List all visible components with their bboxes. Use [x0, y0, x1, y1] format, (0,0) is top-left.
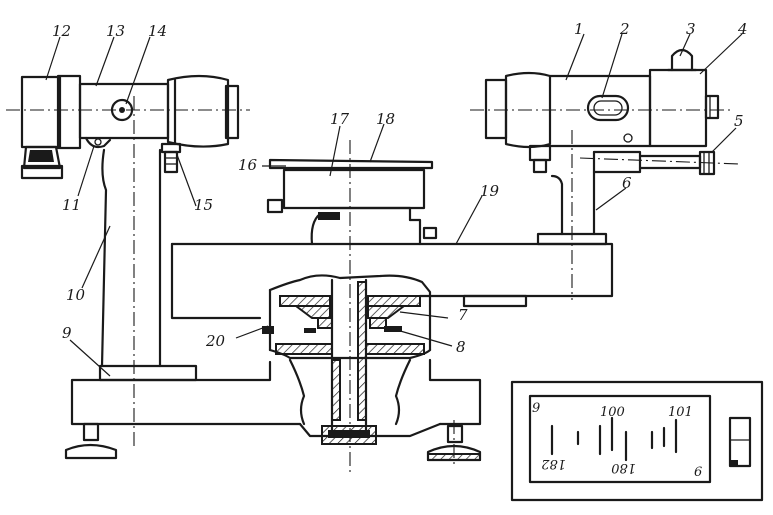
callout-9: 9 [62, 324, 72, 342]
center-lines [6, 96, 741, 475]
left-column [98, 148, 198, 382]
rotary-table [266, 158, 438, 246]
left-telescope [20, 74, 240, 180]
arm-19 [170, 242, 614, 320]
scale-label-100: 100 [600, 405, 625, 420]
callout-7: 7 [458, 306, 468, 324]
scale-label-6: 6 [694, 465, 702, 480]
scale-label-9: 9 [532, 401, 540, 416]
scale-label-182: 182 [541, 456, 566, 471]
callout-2: 2 [619, 20, 630, 38]
right-column [536, 150, 716, 246]
callout-10: 10 [66, 286, 86, 304]
callout-8: 8 [456, 338, 466, 356]
callout-3: 3 [686, 20, 696, 38]
central-hub-section [262, 274, 432, 445]
callout-16: 16 [238, 156, 258, 174]
callout-17: 17 [330, 110, 350, 128]
callout-12: 12 [52, 22, 71, 40]
callout-15: 15 [194, 196, 213, 214]
callout-5: 5 [734, 112, 744, 130]
scale-reading-inset: 100 101 9 6 182 180 [510, 380, 764, 502]
callout-labels: 1 2 3 4 5 6 7 8 9 10 11 12 13 14 15 16 1… [52, 20, 748, 356]
callout-1: 1 [574, 20, 584, 38]
scale-label-101: 101 [668, 405, 693, 420]
callout-18: 18 [376, 110, 395, 128]
callout-20: 20 [205, 332, 226, 350]
right-telescope [484, 48, 720, 174]
callout-13: 13 [106, 22, 125, 40]
main-base [64, 358, 482, 462]
callout-6: 6 [622, 174, 632, 192]
callout-4: 4 [737, 20, 748, 38]
callout-19: 19 [480, 182, 500, 200]
callout-14: 14 [148, 22, 167, 40]
scale-label-180: 180 [611, 460, 636, 475]
leader-lines [45, 33, 743, 377]
callout-11: 11 [62, 196, 81, 214]
